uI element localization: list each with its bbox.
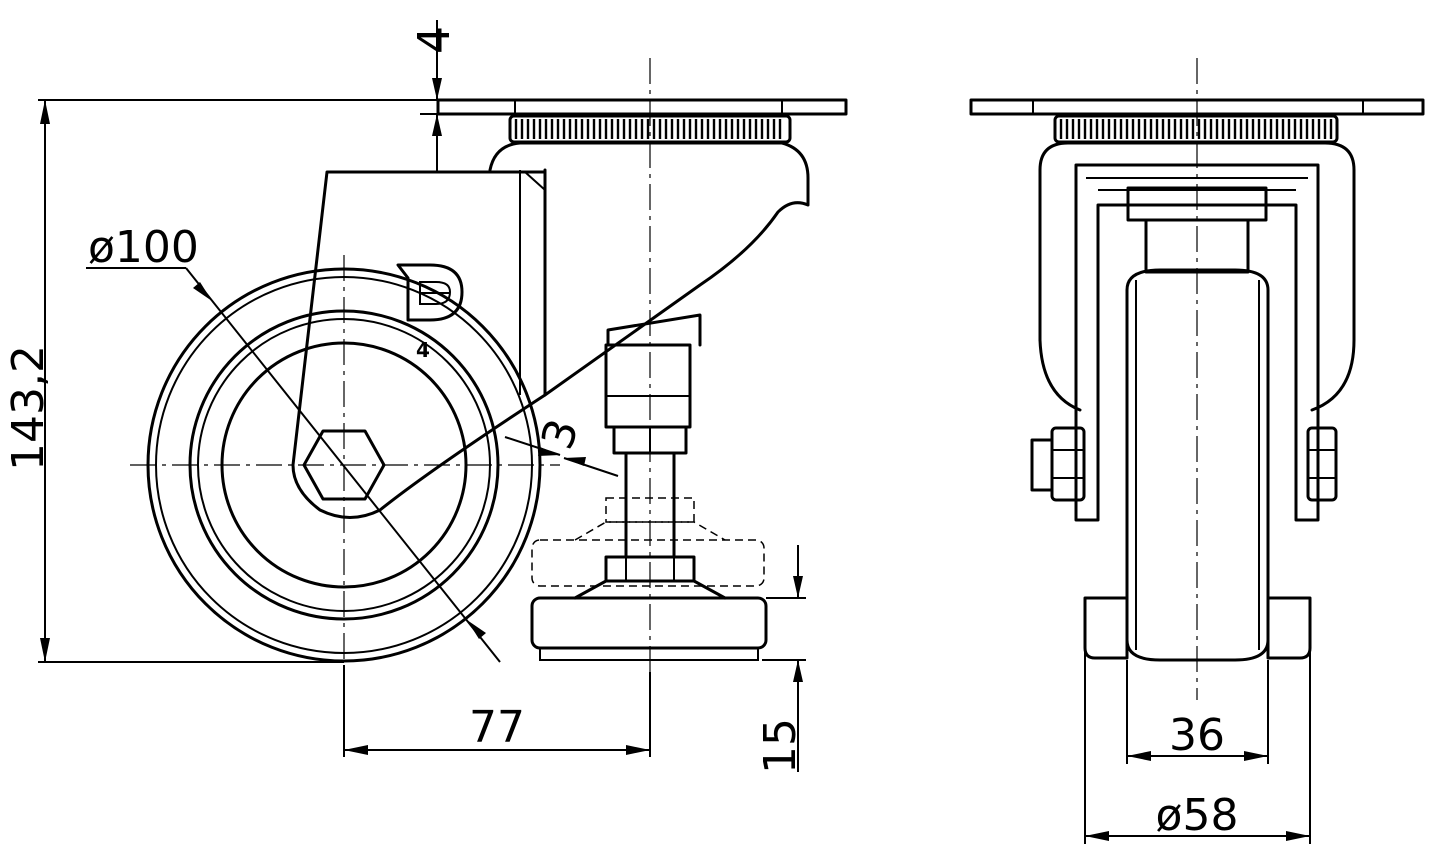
dim-hub-diameter: ø58 bbox=[1156, 790, 1239, 841]
brand-logo: 4 bbox=[396, 263, 464, 362]
dim-wheel-diameter: ø100 bbox=[88, 222, 199, 273]
front-dimensions: 36 ø58 bbox=[1084, 650, 1311, 844]
side-dimensions: 4 143,2 ø100 77 3 15 bbox=[3, 20, 806, 774]
dim-wheel-width: 36 bbox=[1169, 710, 1225, 761]
side-view: (function(){ var s=document.currentScrip… bbox=[130, 58, 848, 760]
front-view: (function(){ var s=document.currentScrip… bbox=[969, 58, 1425, 700]
logo-number: 4 bbox=[416, 338, 430, 362]
dim-offset: 77 bbox=[469, 702, 525, 753]
dim-total-height: 143,2 bbox=[3, 345, 54, 471]
front-bearing-knurl: (function(){ var s=document.currentScrip… bbox=[1059, 119, 1333, 139]
bearing-knurl: (function(){ var s=document.currentScrip… bbox=[514, 119, 782, 139]
dim-plate-thickness: 4 bbox=[409, 26, 460, 54]
dim-foot-height: 15 bbox=[755, 718, 806, 774]
